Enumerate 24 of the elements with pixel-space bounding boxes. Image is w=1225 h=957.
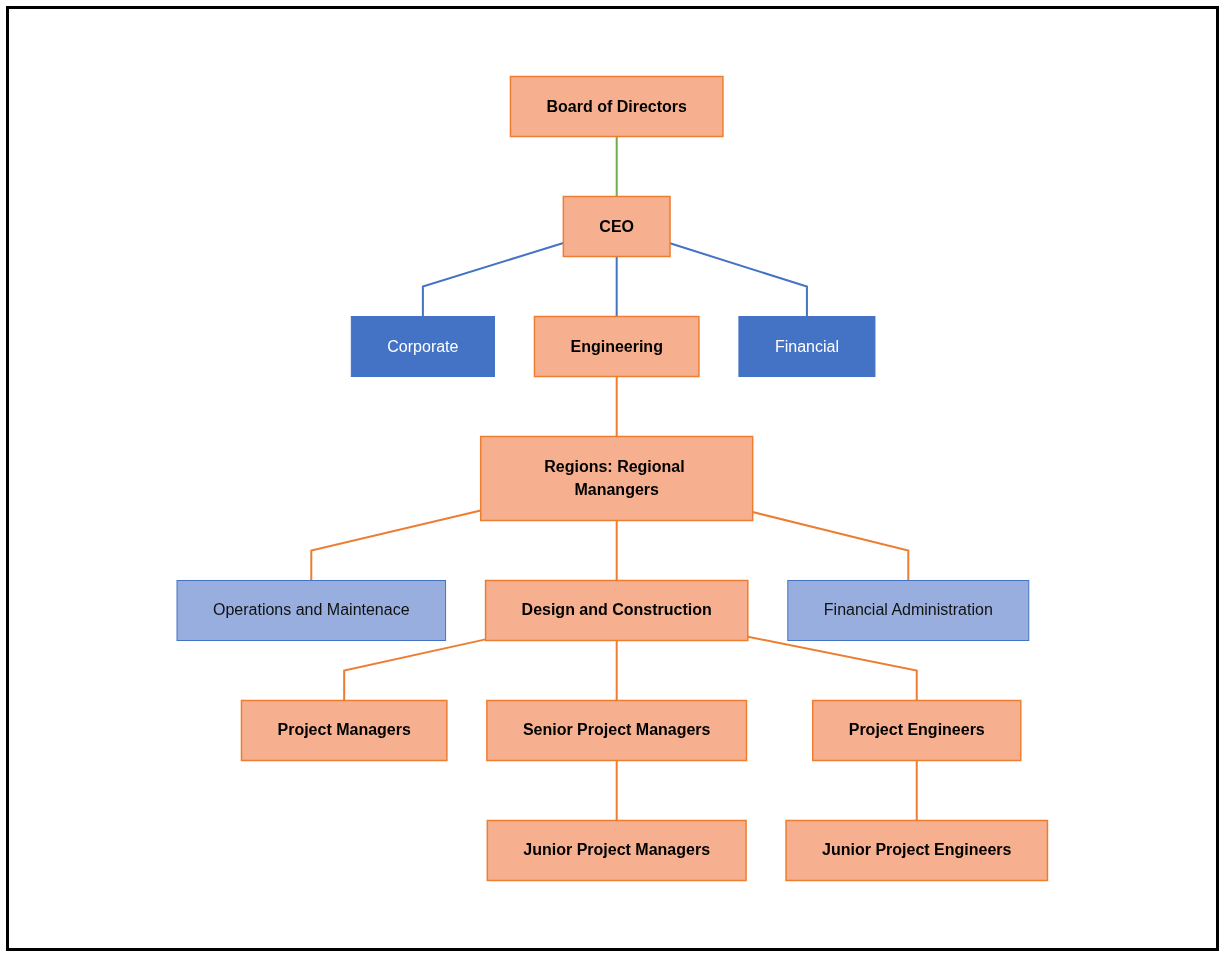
connector (615, 255, 618, 318)
node-box (485, 579, 749, 642)
diagram-frame: Board of Directors CEO Corporate Engineering Financial Regions: Regional Manangers Operations and Maintenace Design and Construction Financial Administration Project Managers Senior Project Managers Project Engineers Junior Project Managers Junior Project Engineers (6, 6, 1219, 951)
node-box (480, 435, 754, 522)
connector (615, 375, 618, 438)
node-box (486, 819, 748, 882)
connector (747, 635, 918, 702)
node-box (785, 819, 1049, 882)
node-box (562, 195, 672, 258)
node-box (738, 316, 876, 377)
node-box (351, 316, 496, 377)
connector (615, 639, 618, 702)
node-box (486, 699, 748, 762)
node-box (534, 315, 700, 378)
connector (343, 638, 487, 702)
node-box (812, 699, 1022, 762)
connector (615, 519, 618, 582)
node-box (510, 75, 724, 138)
connector (615, 759, 618, 822)
connector (615, 135, 618, 198)
connector (916, 759, 918, 822)
node-box (241, 699, 448, 762)
node-box (176, 580, 447, 641)
node-box (787, 580, 1030, 641)
